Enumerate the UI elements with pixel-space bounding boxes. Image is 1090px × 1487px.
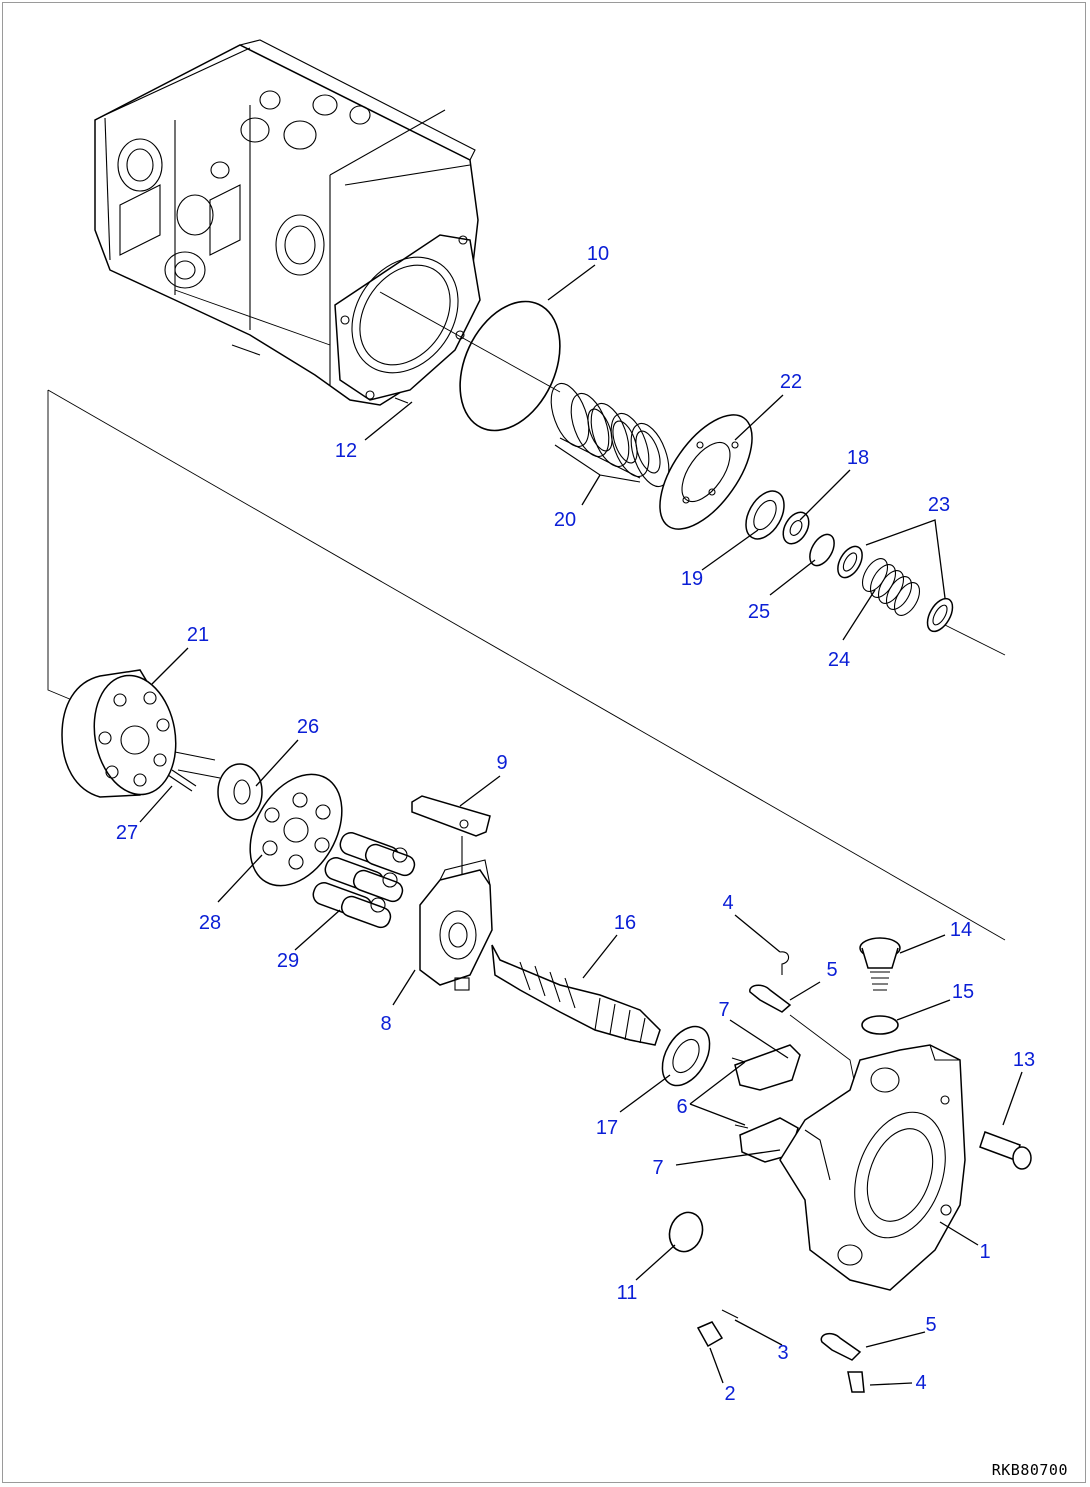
callout-14: 14 [950,919,972,941]
callout-28: 28 [199,912,221,934]
callout-12: 12 [335,440,357,462]
callout-16: 16 [614,912,636,934]
callout-20: 20 [554,509,576,531]
callout-5-lower: 5 [925,1314,936,1336]
callout-19: 19 [681,568,703,590]
screw-4b [847,1371,865,1393]
pump-housing [94,39,481,406]
callout-8: 8 [380,1013,391,1035]
bushing-26 [217,763,263,821]
pin-6 [731,1057,749,1129]
callout-7-upper: 7 [718,999,729,1021]
bearing-19-inner [753,499,777,531]
bearing-17 [661,1025,711,1087]
drawing-code: RKB80700 [991,1461,1068,1479]
plug-14 [859,937,901,991]
plate-22 [659,414,753,530]
pistons-29 [312,832,416,929]
swash-plate-8 [419,859,493,991]
callout-27: 27 [116,822,138,844]
spring-pack-20 [550,382,670,488]
ring-23a [837,545,863,579]
callout-29: 29 [277,950,299,972]
ring-25 [809,533,835,567]
cylinder-block-21 [61,669,221,798]
callout-18: 18 [847,447,869,469]
pin-27 [167,769,197,792]
retainer-plate-28 [249,773,343,887]
leader-lines [139,264,1023,1386]
bolt-13 [979,1131,1032,1170]
callout-13: 13 [1013,1049,1035,1071]
plug-2 [696,1321,724,1348]
callout-5-upper: 5 [826,959,837,981]
callout-4-upper: 4 [722,892,733,914]
washer-18-inner [789,520,803,536]
spring-24 [861,558,921,616]
bearing-17-inner [672,1038,700,1074]
shaft-16 [491,944,661,1046]
callout-26: 26 [297,716,319,738]
callout-10: 10 [587,243,609,265]
ring-23a-inner [842,552,858,572]
callout-21: 21 [187,624,209,646]
o-ring-11 [668,1211,704,1253]
callout-6: 6 [676,1096,687,1118]
callout-23: 23 [928,494,950,516]
callout-1: 1 [979,1241,990,1263]
callout-2: 2 [724,1383,735,1405]
o-ring-3 [721,1309,739,1319]
o-ring-10 [459,300,561,432]
callout-17: 17 [596,1117,618,1139]
callout-labels: 10 12 20 22 18 19 23 25 24 21 26 27 9 28… [116,243,1035,1405]
callout-11: 11 [617,1282,638,1304]
ring-23b [926,597,954,633]
case-1 [779,1044,966,1291]
stopper-5a [749,984,792,1013]
bushing-7a [734,1044,801,1091]
washer-18 [782,511,810,545]
callout-22: 22 [780,371,802,393]
callout-24: 24 [828,649,850,671]
callout-3: 3 [777,1342,788,1364]
plate-9 [411,795,491,880]
stopper-5b [820,1332,862,1361]
callout-7-lower: 7 [652,1157,663,1179]
bushing-26-bore [233,779,251,805]
o-ring-15 [861,1015,899,1035]
callout-25: 25 [748,601,770,623]
callout-15: 15 [952,981,974,1003]
callout-9: 9 [496,752,507,774]
callout-4-lower: 4 [915,1372,926,1394]
screw-4a [779,951,790,975]
ring-23b-inner [932,604,948,626]
